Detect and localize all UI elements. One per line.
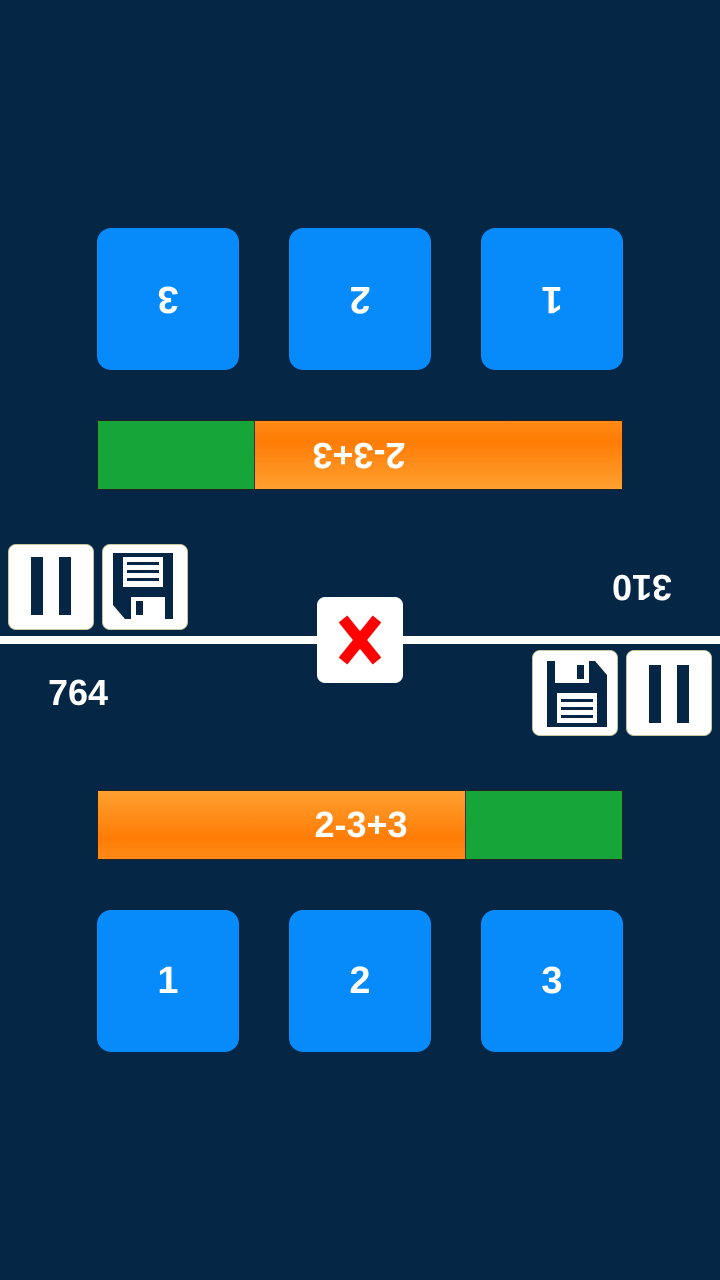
score-bottom: 764 xyxy=(48,672,109,713)
answer-button-1-top[interactable]: 1 xyxy=(481,228,623,370)
pause-button-bottom[interactable] xyxy=(626,650,712,736)
pause-button-top[interactable] xyxy=(8,544,94,630)
save-button-top[interactable] xyxy=(102,544,188,630)
timer-bar-bottom: 2-3+3 xyxy=(97,790,623,860)
answer-button-1-bottom[interactable]: 1 xyxy=(97,910,239,1052)
player-top-area: 310 2-3+3 1 2 3 xyxy=(8,228,672,630)
answer-button-3-bottom[interactable]: 3 xyxy=(481,910,623,1052)
expression-top: 2-3+3 xyxy=(312,435,406,476)
floppy-disk-icon xyxy=(547,661,607,727)
answer-button-2-bottom[interactable]: 2 xyxy=(289,910,431,1052)
save-button-bottom[interactable] xyxy=(532,650,618,736)
timer-fill-bottom xyxy=(98,791,466,859)
close-button[interactable] xyxy=(317,597,403,683)
answer-button-2-top[interactable]: 2 xyxy=(289,228,431,370)
floppy-disk-icon xyxy=(113,553,173,619)
timer-bar-top: 2-3+3 xyxy=(97,420,623,490)
answer-button-3-top[interactable]: 3 xyxy=(97,228,239,370)
player-bottom-area: 764 2-3+3 1 2 3 xyxy=(0,640,720,1280)
score-top: 310 xyxy=(611,567,672,608)
red-x-icon xyxy=(338,615,382,665)
expression-bottom: 2-3+3 xyxy=(314,804,408,845)
